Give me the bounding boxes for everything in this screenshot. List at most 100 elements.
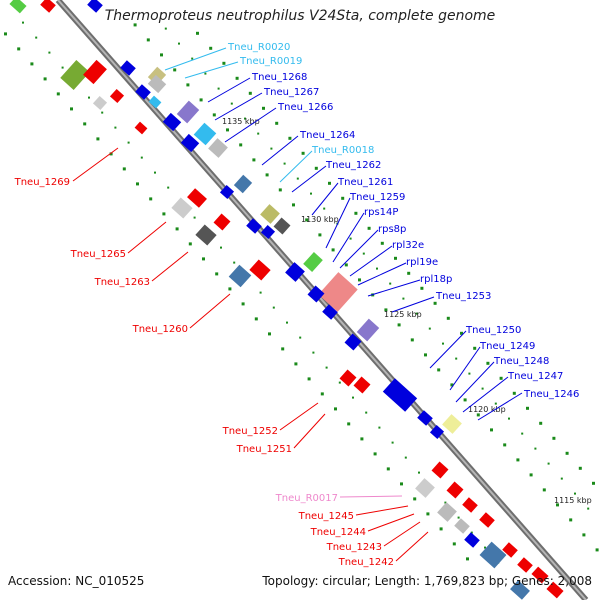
label-rpl32e: rpl32e bbox=[392, 240, 424, 251]
tick-dot bbox=[539, 421, 543, 425]
gene-feature bbox=[208, 138, 228, 158]
gene-feature bbox=[135, 84, 151, 100]
gene-feature bbox=[171, 197, 193, 219]
tick-dot bbox=[389, 282, 392, 285]
tick-dot bbox=[217, 87, 220, 90]
tick-dot bbox=[202, 257, 205, 261]
tick-dot bbox=[415, 312, 418, 315]
label-Tneu_R0017: Tneu_R0017 bbox=[275, 493, 338, 504]
tick-dot bbox=[114, 126, 117, 129]
tick-dot bbox=[437, 368, 441, 372]
label-Tneu_1243: Tneu_1243 bbox=[326, 542, 382, 553]
tick-dot bbox=[463, 398, 467, 402]
gene-feature bbox=[437, 502, 457, 522]
tick-dot bbox=[529, 473, 533, 477]
tick-dot bbox=[373, 452, 377, 456]
tick-dot bbox=[426, 512, 430, 516]
tick-dot bbox=[442, 342, 444, 345]
tick-dot bbox=[241, 302, 245, 306]
gene-feature bbox=[92, 95, 108, 111]
scale-mark-1120: 1120 kbp bbox=[468, 405, 506, 414]
gene-feature bbox=[249, 259, 271, 281]
tick-dot bbox=[265, 173, 269, 177]
tick-dot bbox=[349, 237, 352, 240]
map-title: Thermoproteus neutrophilus V24Sta, compl… bbox=[104, 8, 496, 24]
tick-dot bbox=[574, 492, 576, 495]
gene-feature bbox=[87, 0, 103, 13]
tick-dot bbox=[262, 106, 265, 110]
tick-dot bbox=[466, 557, 469, 561]
gene-feature bbox=[176, 100, 200, 124]
genome-summary-text: Topology: circular; Length: 1,769,823 bp… bbox=[262, 574, 592, 588]
gene-feature bbox=[83, 59, 107, 85]
tick-dot bbox=[552, 436, 556, 440]
gene-feature bbox=[134, 121, 148, 135]
tick-dot bbox=[380, 241, 384, 245]
tick-dot bbox=[470, 531, 473, 534]
tick-dot bbox=[61, 66, 64, 69]
gene-feature bbox=[303, 252, 323, 272]
tick-dot bbox=[292, 203, 295, 207]
tick-dot bbox=[446, 316, 450, 320]
tick-dot bbox=[460, 331, 463, 335]
tick-dot bbox=[164, 27, 167, 30]
gene-feature bbox=[228, 264, 252, 288]
label-Tneu_1260: Tneu_1260 bbox=[132, 324, 188, 335]
label-rpl19e: rpl19e bbox=[406, 257, 438, 268]
gene-feature bbox=[60, 60, 90, 90]
tick-dot bbox=[270, 147, 273, 150]
label-Tneu_1249: Tneu_1249 bbox=[479, 341, 535, 352]
gene-feature bbox=[246, 218, 262, 234]
tick-dot bbox=[283, 162, 286, 165]
tick-dot bbox=[378, 426, 381, 429]
label-Tneu_1265: Tneu_1265 bbox=[70, 249, 126, 260]
tick-dot bbox=[160, 53, 163, 57]
gene-feature bbox=[510, 580, 530, 600]
tick-dot bbox=[136, 182, 139, 186]
tick-dot bbox=[404, 456, 407, 459]
tick-dot bbox=[400, 482, 403, 486]
tick-dot bbox=[204, 72, 207, 75]
gene-feature bbox=[344, 333, 362, 351]
tick-dot bbox=[199, 98, 203, 102]
tick-dot bbox=[325, 366, 328, 369]
tick-dot bbox=[473, 346, 477, 350]
tick-dot bbox=[508, 417, 510, 420]
tick-dot bbox=[468, 372, 471, 375]
tick-dot bbox=[587, 507, 590, 510]
label-Tneu_1245: Tneu_1245 bbox=[298, 511, 354, 522]
tick-dot bbox=[299, 336, 302, 339]
tick-dot bbox=[305, 218, 309, 222]
gene-feature bbox=[120, 60, 136, 76]
tick-dot bbox=[410, 338, 414, 342]
label-Tneu_1242: Tneu_1242 bbox=[338, 557, 394, 568]
tick-dot bbox=[188, 242, 192, 246]
tick-dot bbox=[209, 46, 213, 50]
labels-left: Tneu_1269 Tneu_1265 Tneu_1263 Tneu_1260 … bbox=[14, 177, 394, 568]
tick-dot bbox=[402, 297, 405, 300]
tick-dot bbox=[186, 83, 190, 87]
tick-dot bbox=[268, 332, 271, 336]
tick-dot bbox=[222, 61, 226, 65]
label-Tneu_R0020: Tneu_R0020 bbox=[227, 42, 290, 53]
genome-backbone-highlight bbox=[57, 0, 587, 600]
gene-feature bbox=[219, 184, 235, 200]
gene-feature bbox=[415, 478, 435, 498]
label-Tneu_1263: Tneu_1263 bbox=[94, 277, 150, 288]
label-Tneu_1250: Tneu_1250 bbox=[465, 325, 521, 336]
tick-dot bbox=[310, 192, 312, 195]
tick-dot bbox=[358, 278, 361, 282]
gene-feature bbox=[109, 88, 125, 104]
tick-dot bbox=[296, 177, 299, 180]
tick-dot bbox=[239, 143, 243, 147]
label-Tneu_1261: Tneu_1261 bbox=[337, 177, 393, 188]
tick-dot bbox=[17, 47, 21, 51]
label-Tneu_R0019: Tneu_R0019 bbox=[239, 56, 302, 67]
tick-dot bbox=[191, 57, 194, 60]
tick-dot bbox=[312, 351, 315, 354]
tick-dot bbox=[407, 271, 411, 275]
tick-dot bbox=[252, 158, 256, 162]
label-Tneu_1251: Tneu_1251 bbox=[236, 444, 292, 455]
scale-mark-1125: 1125 kbp bbox=[384, 310, 422, 319]
tick-dot bbox=[109, 152, 113, 156]
